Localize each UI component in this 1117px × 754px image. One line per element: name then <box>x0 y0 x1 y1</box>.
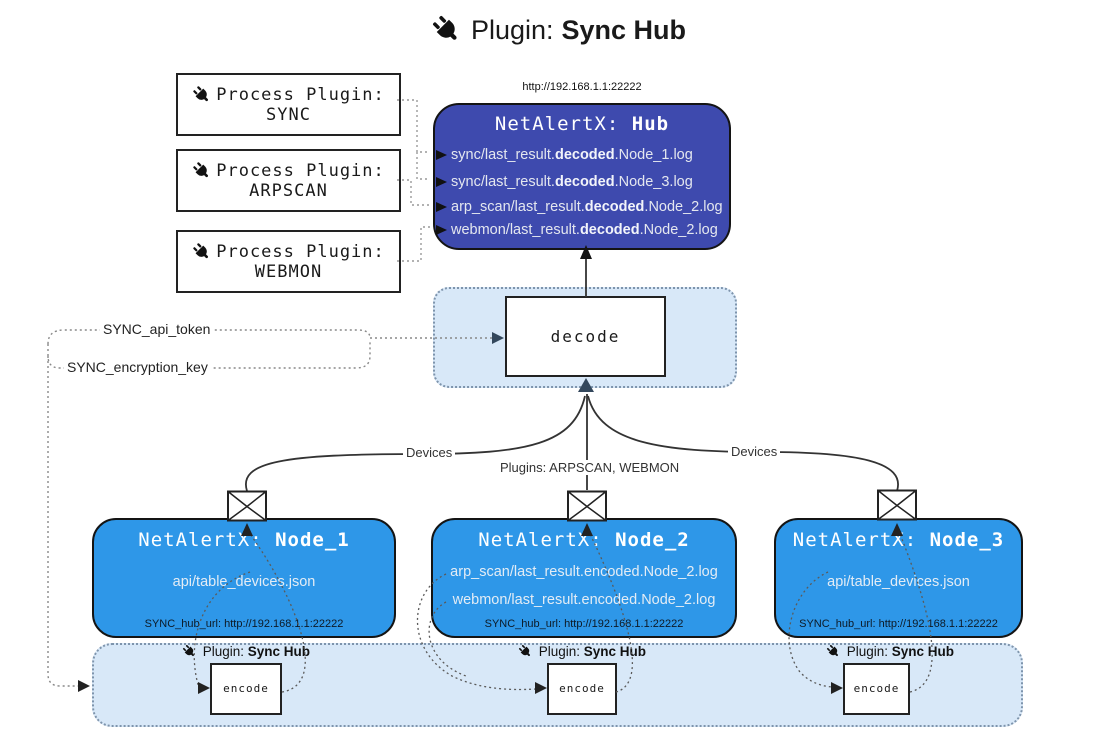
process-plugin-webmon: Process Plugin: WEBMON <box>176 230 401 293</box>
encoder-label-name: Sync Hub <box>891 644 955 659</box>
log-pre: webmon/last_result. <box>451 222 580 238</box>
log-post: .Node_2.log <box>639 222 718 238</box>
log-bold: decoded <box>584 199 645 215</box>
node-title-prefix: NetAlertX: <box>478 529 603 551</box>
decode-box: decode <box>505 296 666 377</box>
node-title-name: Node_2 <box>615 529 690 551</box>
encode-box: encode <box>843 663 910 715</box>
log-pre: arp_scan/last_result. <box>451 199 585 215</box>
encoder-plugin-label: Plugin: Sync Hub <box>497 644 667 659</box>
encoder-plugin-label: Plugin: Sync Hub <box>161 644 331 659</box>
node-2: NetAlertX: Node_2 arp_scan/last_result.e… <box>431 518 737 638</box>
edge-label-plugins: Plugins: ARPSCAN, WEBMON <box>497 460 683 475</box>
sync-encryption-key-label: SYNC_encryption_key <box>64 359 211 375</box>
page-title-name: Sync Hub <box>561 14 687 45</box>
node-title-name: Node_1 <box>275 529 350 551</box>
arrowhead-icon <box>436 202 447 212</box>
process-plugin-sync: Process Plugin: SYNC <box>176 73 401 136</box>
node-title-name: Node_3 <box>929 529 1005 551</box>
process-plugin-label: Process Plugin: <box>216 160 385 181</box>
encoder-label-prefix: Plugin: <box>538 644 580 659</box>
encode-box: encode <box>210 663 282 715</box>
log-post: .Node_1.log <box>614 147 693 163</box>
arrowhead-icon <box>436 177 447 187</box>
hub-log-line: sync/last_result.decoded.Node_3.log <box>435 170 729 195</box>
hub-title-name: Hub <box>631 113 670 135</box>
node-title: NetAlertX: Node_3 <box>776 529 1021 551</box>
arrowhead-icon <box>436 225 447 235</box>
plug-icon <box>432 15 457 40</box>
envelope-icon <box>227 490 267 522</box>
hub-log-line: sync/last_result.decoded.Node_1.log <box>435 143 729 168</box>
node-1: NetAlertX: Node_1 api/table_devices.json… <box>92 518 396 638</box>
edge-label-devices-right: Devices <box>728 444 781 459</box>
node-title: NetAlertX: Node_2 <box>433 529 735 551</box>
plug-icon <box>193 161 209 177</box>
plug-icon <box>193 242 209 258</box>
hub-url-label: http://192.168.1.1:22222 <box>522 81 642 93</box>
node-hub-url: SYNC_hub_url: http://192.168.1.1:22222 <box>144 618 344 630</box>
plug-icon <box>182 644 194 657</box>
hub-log-list: sync/last_result.decoded.Node_1.log sync… <box>435 143 729 242</box>
node-hub-url: SYNC_hub_url: http://192.168.1.1:22222 <box>799 618 998 630</box>
process-plugin-label: Process Plugin: <box>216 84 385 105</box>
hub-log-line: webmon/last_result.decoded.Node_2.log <box>435 220 729 242</box>
log-post: .Node_2.log <box>644 199 723 215</box>
node-3: NetAlertX: Node_3 api/table_devices.json… <box>774 518 1023 638</box>
hub-title: NetAlertX: Hub <box>435 113 729 135</box>
log-post: .Node_3.log <box>614 174 693 190</box>
plug-icon <box>826 644 838 657</box>
encoder-plugin-label: Plugin: Sync Hub <box>805 644 975 659</box>
page-title: Plugin: Sync Hub <box>0 14 1117 46</box>
log-bold: decoded <box>554 147 615 163</box>
plug-icon <box>518 644 530 657</box>
log-pre: sync/last_result. <box>451 147 555 163</box>
node-file-label: api/table_devices.json <box>172 574 316 590</box>
encoder-label-prefix: Plugin: <box>202 644 244 659</box>
node-title-prefix: NetAlertX: <box>138 529 263 551</box>
envelope-icon <box>877 489 917 521</box>
hub-title-prefix: NetAlertX: <box>494 113 620 135</box>
node-file-label: api/table_devices.json <box>827 574 970 590</box>
node-hub-url: SYNC_hub_url: http://192.168.1.1:22222 <box>484 618 684 630</box>
plug-icon <box>193 85 209 101</box>
encoder-label-name: Sync Hub <box>247 644 311 659</box>
log-bold: decoded <box>554 174 615 190</box>
process-plugin-label: Process Plugin: <box>216 241 385 262</box>
hub-node: NetAlertX: Hub sync/last_result.decoded.… <box>433 103 731 250</box>
edge-label-devices-left: Devices <box>403 445 456 460</box>
sync-api-token-label: SYNC_api_token <box>100 321 214 337</box>
encoder-label-name: Sync Hub <box>583 644 647 659</box>
process-plugin-name: WEBMON <box>254 261 323 282</box>
log-pre: sync/last_result. <box>451 174 555 190</box>
node-title-prefix: NetAlertX: <box>792 529 918 551</box>
node-title: NetAlertX: Node_1 <box>94 529 394 551</box>
page-title-prefix: Plugin: <box>470 14 554 45</box>
log-bold: decoded <box>579 222 640 238</box>
node-file-label: arp_scan/last_result.encoded.Node_2.log <box>450 564 718 580</box>
arrowhead-icon <box>436 150 447 160</box>
encode-box: encode <box>547 663 617 715</box>
envelope-icon <box>567 490 607 522</box>
encoder-label-prefix: Plugin: <box>846 644 888 659</box>
hub-log-line: arp_scan/last_result.decoded.Node_2.log <box>435 195 729 220</box>
process-plugin-arpscan: Process Plugin: ARPSCAN <box>176 149 401 212</box>
process-plugin-name: SYNC <box>266 104 311 125</box>
node-file-label: webmon/last_result.encoded.Node_2.log <box>452 592 716 608</box>
process-plugin-name: ARPSCAN <box>249 180 328 201</box>
